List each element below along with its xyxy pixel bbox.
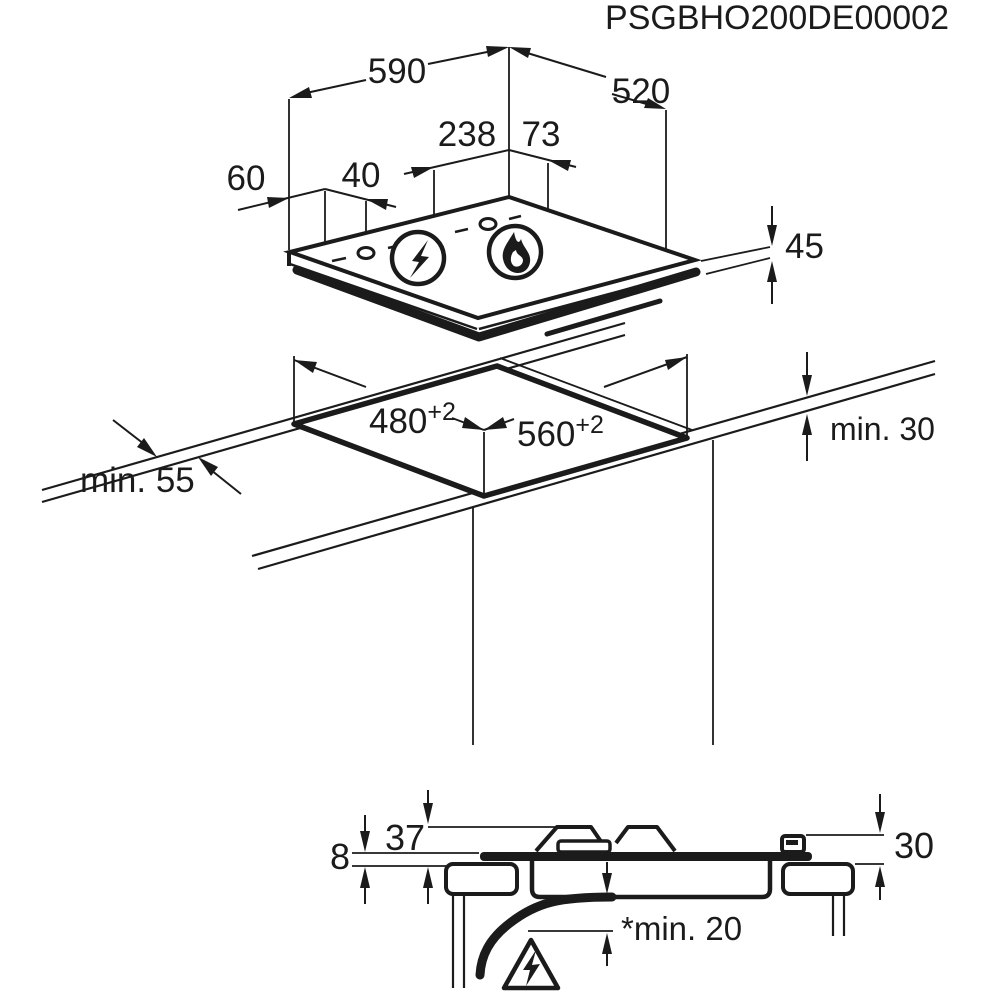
worktop-section-right: [781, 862, 855, 896]
ignition-marks: [331, 214, 522, 263]
rear-fitting: [780, 834, 806, 854]
worktop-section-left: [444, 862, 519, 896]
dim-min-thickness-label: min. 30: [830, 411, 935, 447]
electric-burner-icon: [389, 229, 447, 287]
worktop-front-edge-bottom: [257, 372, 936, 571]
drop-shadow-line: [544, 298, 663, 337]
top-isometric-view: 590 520 238 73 6: [227, 46, 824, 342]
dim-cut-width-label: 480+2: [369, 398, 456, 441]
dim-min-clearance-label: *min. 20: [621, 910, 742, 947]
dim-width-590: 590: [289, 46, 509, 98]
dim-ignition-offset-label: 40: [342, 156, 381, 195]
ignition-point-left: [356, 246, 376, 260]
dim-corner-offset-label: 60: [227, 159, 266, 198]
hob-body-band: [292, 265, 701, 342]
dim-height-45: 45: [700, 206, 824, 304]
dim-support-height: 37: [385, 790, 433, 904]
side-section-view: 8 37: [330, 790, 934, 991]
dim-cut-width: 480+2: [293, 359, 485, 441]
cutout-view: 480+2 560+2 min. 55 min. 30: [41, 321, 936, 745]
hob-tub-section: [529, 861, 773, 900]
dim-depth-520: 520: [509, 47, 670, 111]
dim-burner-left-label: 238: [438, 115, 496, 154]
dim-min-front-label: min. 55: [80, 461, 195, 500]
dim-height-label: 45: [785, 227, 824, 266]
connection-cable: [475, 892, 617, 980]
dim-burner-right-label: 73: [522, 115, 561, 154]
burner-profile: [534, 825, 677, 854]
worktop-back-edge-top: [41, 321, 626, 492]
dim-min-front-distance: min. 55: [80, 419, 242, 500]
gas-burner-icon: [486, 223, 544, 281]
dim-rear-height: 30: [806, 794, 934, 900]
dim-rear-height-label: 30: [894, 825, 934, 866]
dim-cut-depth-label: 560+2: [517, 411, 604, 454]
dim-depth-label: 520: [612, 72, 670, 111]
dim-min-worktop-thickness: min. 30: [802, 352, 935, 461]
model-code-title: PSGBHO200DE00002: [605, 0, 949, 37]
burner-cap: [556, 839, 612, 854]
dim-support-height-label: 37: [385, 817, 425, 858]
electric-warning-icon: [501, 937, 561, 991]
glass-panel-section: [480, 852, 812, 861]
dim-glass-height: 8: [330, 815, 370, 904]
cutout-inner-wall-line: [499, 357, 693, 431]
ignition-point-right: [478, 217, 498, 231]
dim-glass-height-label: 8: [330, 836, 350, 877]
dim-burner-offsets: 238 73: [403, 115, 577, 216]
dim-cut-depth: 560+2: [483, 356, 688, 454]
dim-width-label: 590: [368, 52, 426, 91]
worktop-cutout: [291, 363, 690, 499]
dim-min-bottom-clearance: *min. 20: [528, 862, 742, 966]
